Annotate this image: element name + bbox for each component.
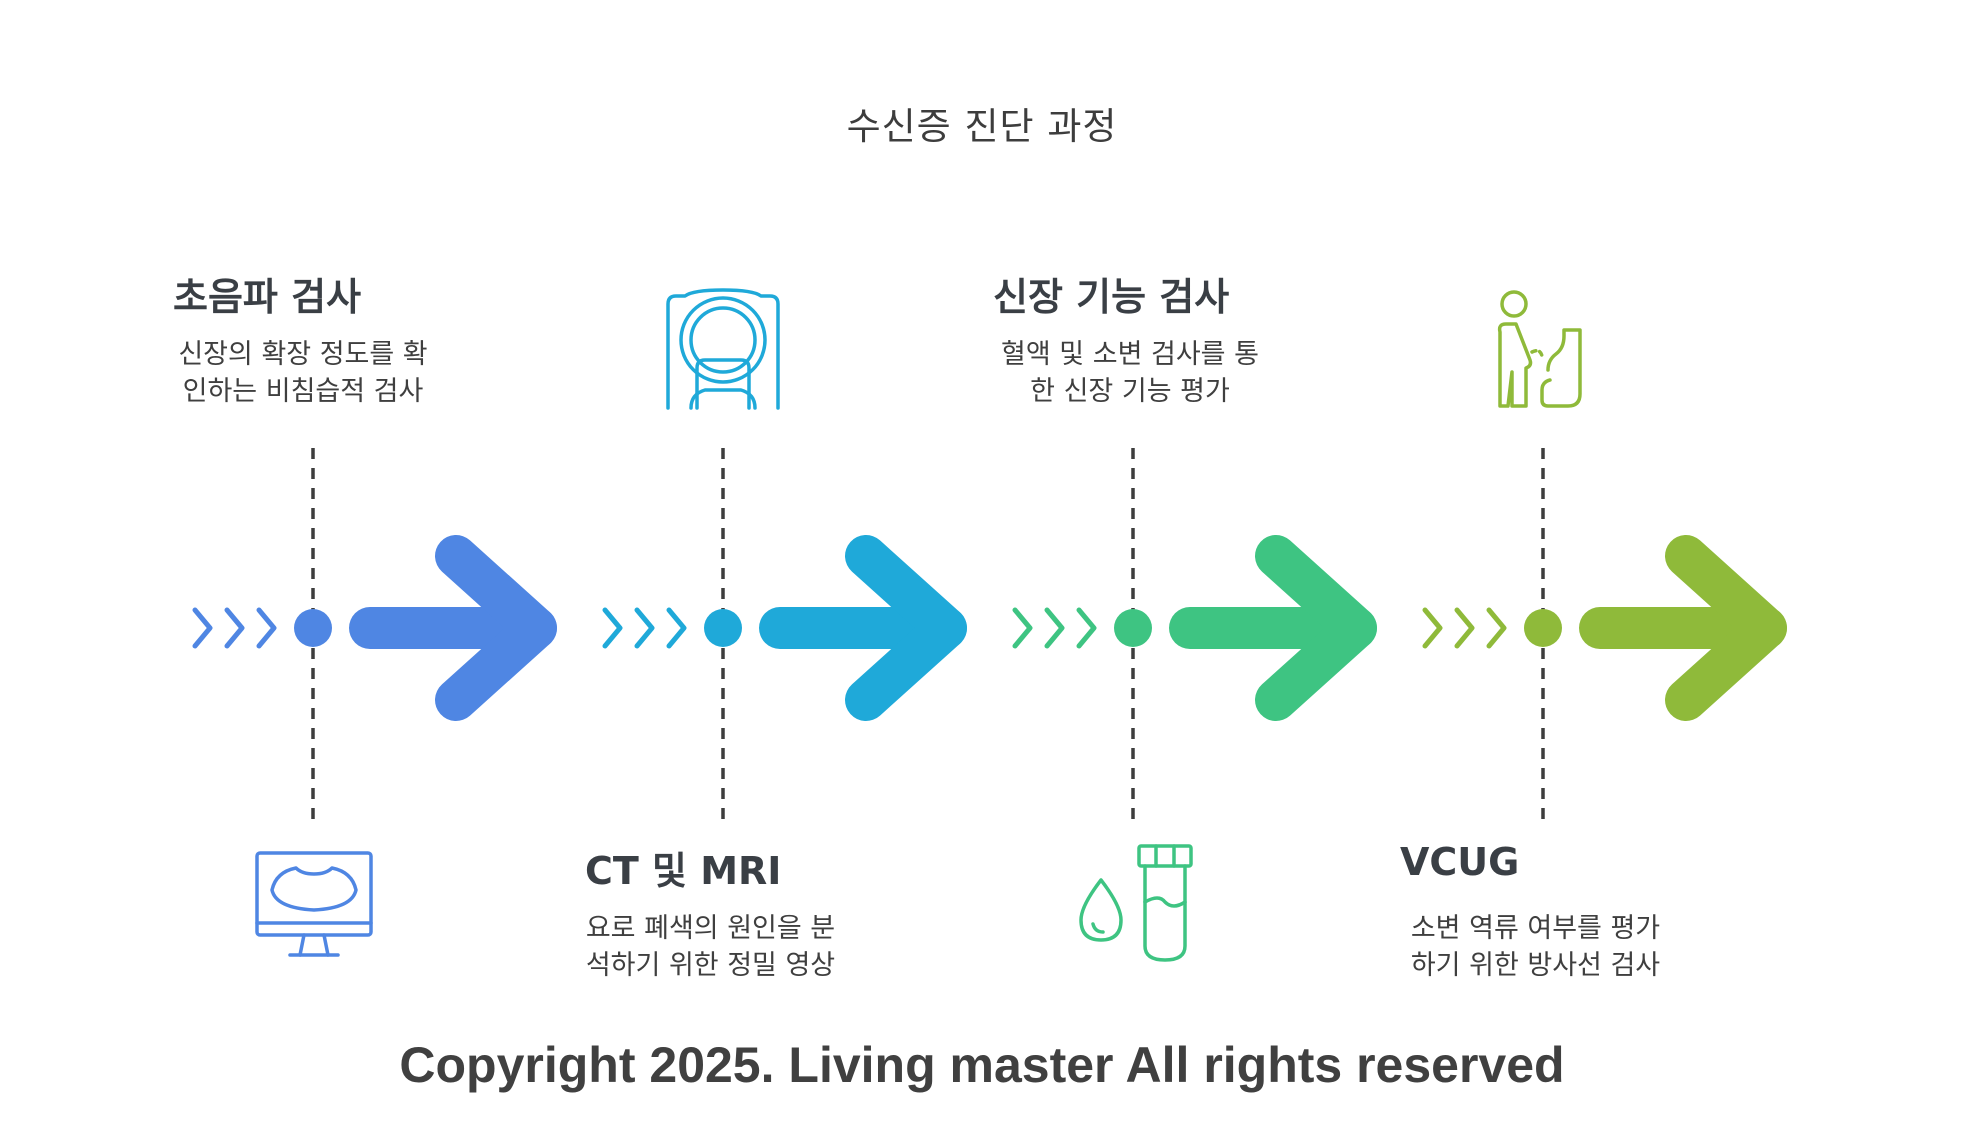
arrow-head [845, 535, 967, 721]
step-2-description: 요로 폐색의 원인을 분 석하기 위한 정밀 영상 [585, 913, 836, 981]
step-3-description: 혈액 및 소변 검사를 통 한 신장 기능 평가 [1001, 339, 1259, 407]
step-1-title: 초음파 검사 [173, 275, 362, 319]
chevron-icon [666, 607, 687, 649]
drop-icon [1079, 878, 1123, 942]
page-title: 수신증 진단 과정 [846, 105, 1118, 148]
step-1-flow [192, 535, 557, 721]
chevron-icon [256, 607, 277, 649]
step-3-dot [1114, 609, 1152, 647]
test-tube-icon [1143, 864, 1187, 962]
step-4-description: 소변 역류 여부를 평가 하기 위한 방사선 검사 [1410, 913, 1661, 981]
chevron-icon [1422, 607, 1443, 649]
step-4-dot [1524, 609, 1562, 647]
urination-icon [1497, 290, 1582, 408]
chevron-icon [1012, 607, 1033, 649]
step-1-dot [294, 609, 332, 647]
step-1-description: 신장의 확장 정도를 확 인하는 비침습적 검사 [178, 339, 428, 407]
chevron-icon [1076, 607, 1097, 649]
chevron-icon [224, 607, 245, 649]
chevron-icon [1454, 607, 1475, 649]
step-3-title: 신장 기능 검사 [993, 275, 1230, 319]
arrow-head [1255, 535, 1377, 721]
ultrasound-monitor-icon [255, 851, 373, 957]
copyright-footer: Copyright 2025. Living master All rights… [399, 1037, 1565, 1093]
arrow-head [435, 535, 557, 721]
chevron-icon [602, 607, 623, 649]
ct-scanner-icon [666, 288, 780, 410]
chevron-icon [634, 607, 655, 649]
chevron-icon [1486, 607, 1507, 649]
chevron-icon [1044, 607, 1065, 649]
step-2-title: CT 및 MRI [585, 849, 782, 893]
arrow-head [1665, 535, 1787, 721]
step-2-dot [704, 609, 742, 647]
step-2-flow [602, 535, 967, 721]
chevron-icon [192, 607, 213, 649]
step-4-flow [1422, 535, 1787, 721]
blood-urine-test-icon [1079, 844, 1193, 962]
step-3-flow [1012, 535, 1377, 721]
step-4-title: VCUG [1400, 840, 1520, 884]
